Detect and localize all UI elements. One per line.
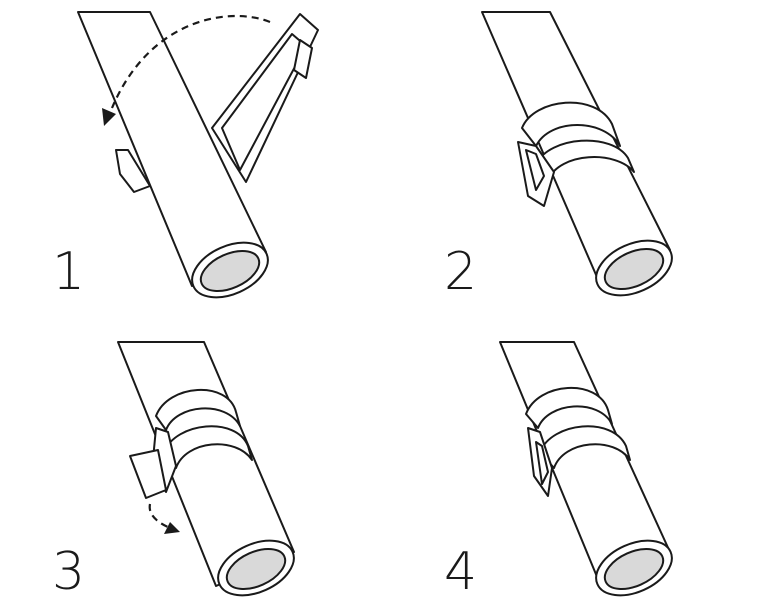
tube-opening: [199, 249, 261, 293]
tube: [117, 341, 295, 597]
step-3-illustration: [117, 341, 295, 597]
step-3-panel: 3: [0, 300, 390, 600]
tube-opening: [603, 247, 665, 291]
step-number-4: 4: [444, 542, 478, 600]
step-2-illustration: [481, 11, 673, 297]
strap-band: [211, 13, 319, 183]
step-4-illustration: [499, 341, 673, 597]
step-2-panel: 2: [390, 0, 780, 300]
tube: [499, 341, 673, 597]
tube: [77, 11, 269, 299]
tube-opening: [225, 547, 287, 591]
fold-arrow: [148, 503, 180, 534]
step-number-2: 2: [444, 242, 478, 300]
step-1-illustration: [77, 11, 319, 299]
strap-band: [517, 101, 635, 207]
step-4-panel: 4: [390, 300, 780, 600]
step-number-1: 1: [52, 242, 86, 300]
strap-tab: [115, 149, 151, 193]
tube-opening: [603, 547, 665, 591]
strap-tab: [129, 449, 167, 499]
wrap-arrow: [102, 15, 271, 126]
step-number-3: 3: [52, 542, 86, 600]
strap-band: [525, 387, 631, 497]
step-1-panel: 1: [0, 0, 390, 300]
